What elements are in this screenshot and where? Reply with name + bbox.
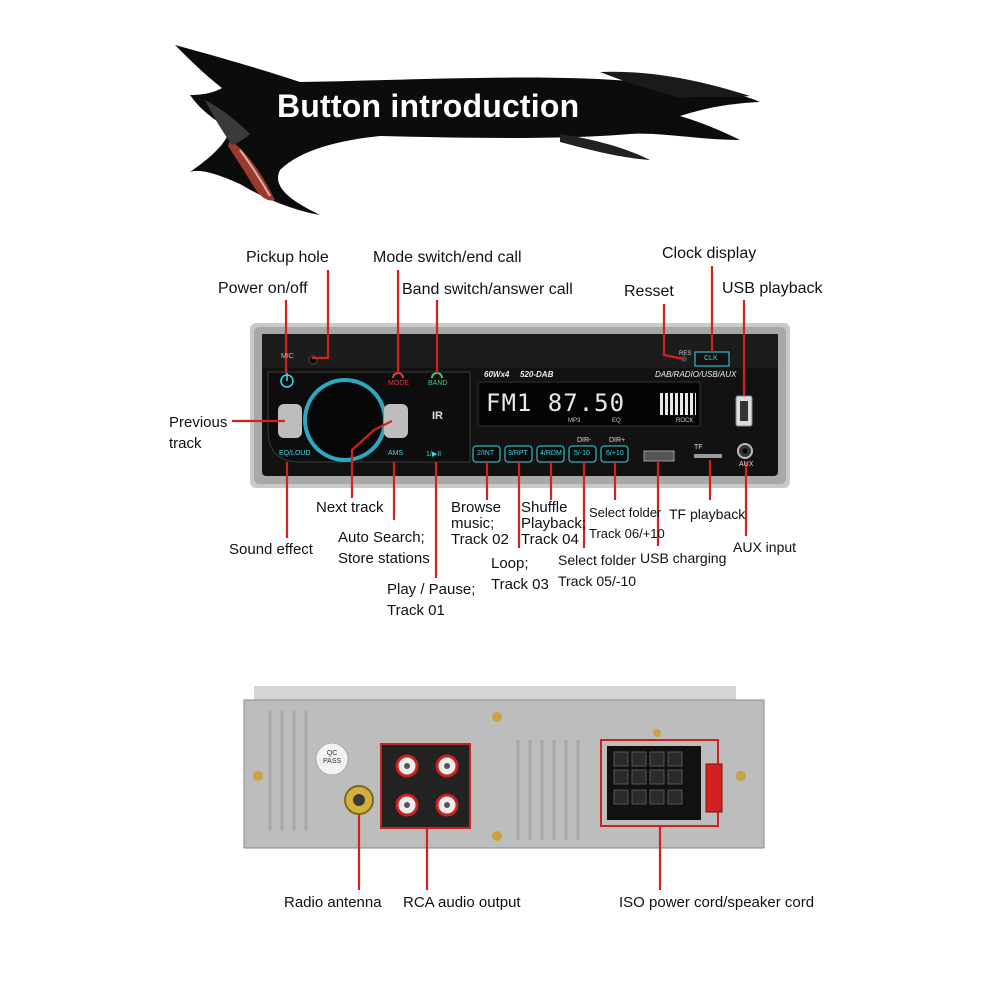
label-aux-input: AUX input	[733, 539, 797, 555]
preset-button-4: 4/RDM	[540, 450, 562, 457]
ams-button-text: AMS	[388, 450, 404, 457]
label-mode-switch: Mode switch/end call	[373, 249, 522, 266]
page-title: Button introduction	[277, 88, 580, 124]
eq-loud-button-text: EQ/LOUD	[279, 450, 311, 457]
preset-button-5: 5/-10	[574, 450, 590, 457]
label-loop: Loop; Track 03	[491, 555, 549, 593]
brush-stroke-illustration	[175, 45, 760, 215]
tf-text: TF	[694, 444, 703, 451]
res-text: RES	[679, 351, 692, 357]
label-select-folder-down: Select folder Track 05/-10	[558, 552, 637, 589]
label-play-pause: Play / Pause; Track 01	[387, 581, 476, 619]
power-rating-text: 60Wx4	[484, 370, 510, 379]
label-iso-cord: ISO power cord/speaker cord	[619, 894, 815, 911]
label-usb-playback: USB playback	[722, 280, 823, 297]
rear-panel	[243, 686, 765, 849]
eq-indicator: EQ	[612, 418, 621, 424]
leader-lines	[232, 266, 748, 890]
label-band-switch: Band switch/answer call	[402, 281, 573, 298]
mp3-indicator: MP3	[568, 418, 581, 424]
label-radio-antenna: Radio antenna	[284, 894, 382, 911]
label-auto-search: Auto Search; Store stations	[338, 529, 430, 567]
mic-text: MIC	[281, 353, 294, 360]
label-reset: Resset	[624, 283, 674, 300]
label-sound-effect: Sound effect	[229, 541, 313, 558]
display-readout: FM1 87.50	[486, 389, 626, 417]
label-clock-display: Clock display	[662, 245, 757, 262]
mode-button-text: MODE	[388, 380, 409, 387]
label-power: Power on/off	[218, 280, 308, 297]
model-text: 520-DAB	[520, 370, 554, 379]
label-tf-playback: TF playback	[669, 506, 746, 522]
equalizer-bars-icon	[660, 393, 696, 415]
label-usb-charging: USB charging	[640, 550, 727, 566]
dir-minus-text: DIR-	[577, 437, 592, 444]
label-previous-track: Previous track	[169, 414, 228, 452]
label-next-track: Next track	[316, 499, 384, 516]
aux-text: AUX	[739, 461, 754, 468]
play-button-text: 1/▶II	[426, 451, 442, 458]
dir-plus-text: DIR+	[609, 437, 626, 444]
sources-text: DAB/RADIO/USB/AUX	[655, 370, 737, 379]
label-select-folder-up: Select folder Track 06/+10	[589, 505, 665, 541]
clk-button-text: CLK	[704, 355, 718, 362]
label-pickup-hole: Pickup hole	[246, 249, 329, 266]
label-browse-music: Browse music; Track 02	[451, 499, 509, 548]
label-shuffle: Shuffle Playback; Track 04	[521, 499, 587, 548]
preset-button-2: 2/INT	[477, 450, 495, 457]
ir-receiver-text: IR	[432, 410, 443, 422]
label-rca-output: RCA audio output	[403, 894, 521, 911]
preset-button-3: 3/RPT	[508, 450, 528, 457]
preset-button-6: 6/+10	[606, 450, 624, 457]
band-button-text: BAND	[428, 380, 448, 387]
rock-indicator: ROCK	[676, 418, 694, 424]
qc-pass-sticker: QC PASS	[323, 750, 342, 765]
front-panel	[250, 323, 790, 488]
